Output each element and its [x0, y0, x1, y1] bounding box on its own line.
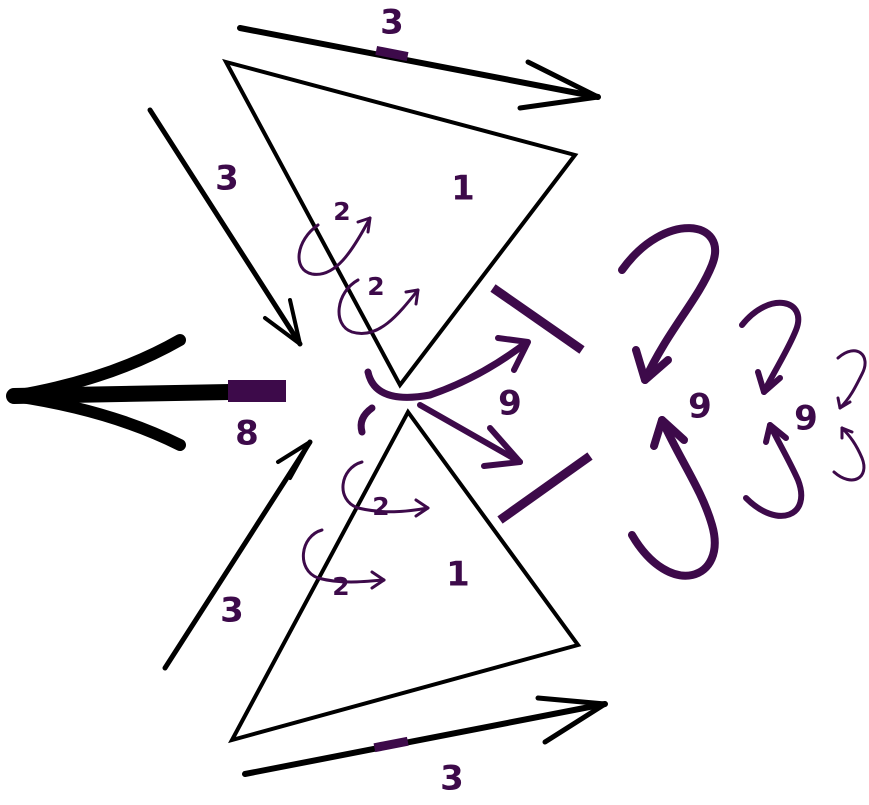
- label-wake-center: 9: [498, 384, 522, 424]
- lower-triangle: [232, 412, 578, 740]
- label-vortex-upper-b: 2: [367, 272, 384, 301]
- label-lower-triangle: 1: [446, 555, 470, 595]
- bottom-flow-arrow: [245, 698, 605, 774]
- upper-left-flow-arrow: [150, 110, 300, 344]
- label-vortex-upper-a: 2: [333, 197, 350, 226]
- label-upper-triangle: 1: [451, 169, 475, 209]
- top-flow-arrow: [240, 28, 598, 108]
- upper-triangle: [226, 62, 575, 385]
- label-wake-far: 9: [794, 399, 818, 439]
- wake-vortex-far: [834, 351, 865, 480]
- label-top-arrow: 3: [380, 3, 404, 43]
- label-upper-left-arrow: 3: [215, 159, 239, 199]
- wake-vortex-middle: [742, 303, 801, 516]
- upper-tip-vortices: [299, 218, 418, 334]
- label-lower-left-arrow: 3: [220, 591, 244, 631]
- label-bottom-arrow: 3: [440, 759, 464, 799]
- label-wake-middle: 9: [688, 387, 712, 427]
- label-vortex-lower-a: 2: [372, 492, 389, 521]
- label-vortex-lower-b: 2: [332, 572, 349, 601]
- label-rear-flow: 8: [235, 414, 259, 454]
